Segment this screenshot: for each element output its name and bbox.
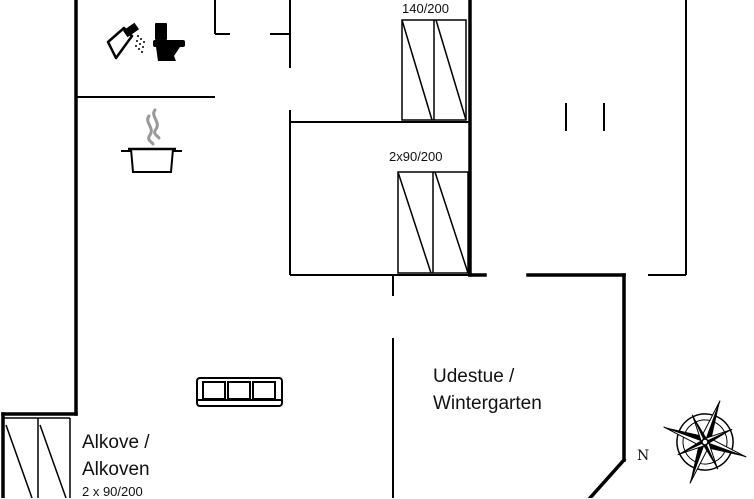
bed-double	[401, 19, 467, 121]
shower-icon	[106, 22, 145, 60]
bed-label-middle: 2x90/200	[389, 149, 443, 164]
compass-rose-icon	[663, 400, 747, 484]
bed-label-top: 140/200	[402, 1, 449, 16]
bed-label-alkove: 2 x 90/200	[82, 484, 143, 499]
toilet-icon	[153, 23, 185, 61]
bed-alkove	[3, 417, 71, 498]
room-label-alkove-1: Alkove /	[82, 432, 150, 453]
room-label-alkove-2: Alkoven	[82, 459, 150, 480]
cooking-pot-icon	[121, 108, 182, 173]
sofa-icon	[196, 377, 283, 407]
compass-north-label: N	[637, 448, 650, 464]
room-label-udestue-1: Udestue /	[433, 366, 515, 387]
walls	[1, 0, 627, 498]
bed-twin	[397, 171, 469, 274]
room-label-udestue-2: Wintergarten	[433, 393, 542, 414]
interior-walls	[76, 0, 687, 498]
